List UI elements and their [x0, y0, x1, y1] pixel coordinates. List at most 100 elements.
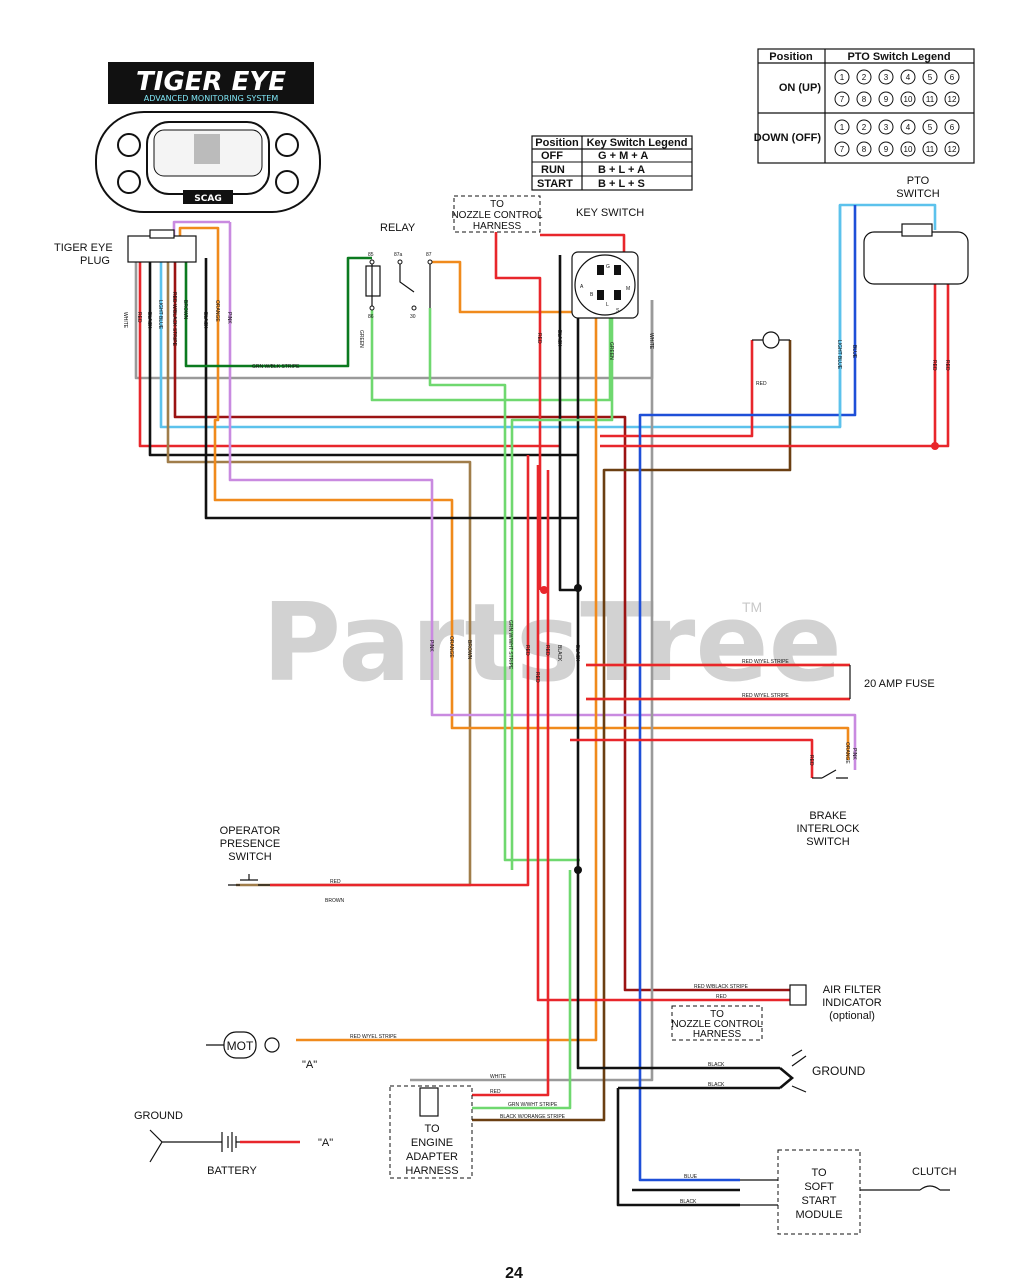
key-pin-g: G: [606, 264, 610, 270]
label-ss-black: BLACK: [680, 1199, 697, 1205]
pto-legend-pin-number: 12: [948, 145, 957, 154]
soft-start-label-2: SOFT: [804, 1181, 834, 1193]
key-legend-run-value: B + L + A: [598, 164, 645, 176]
pto-legend-pin: [878, 69, 894, 85]
label-plug-orange: ORANGE: [214, 300, 220, 322]
wire-red-mid-b: [536, 465, 790, 1002]
nozzle-top-1: TO: [490, 199, 504, 210]
wire-green-relay: [370, 308, 612, 402]
relay: RELAY 85 87a 87 86 30: [365, 222, 433, 320]
pto-legend-pin-number: 12: [948, 95, 957, 104]
pto-legend-pin-number: 1: [840, 123, 845, 132]
key-legend-start: START: [537, 178, 573, 190]
label-red-key: RED: [536, 333, 542, 344]
label-white-key: WHITE: [648, 333, 654, 350]
label-red-blk-air: RED W/BLACK STRIPE: [694, 984, 749, 990]
engine-label-2: ENGINE: [411, 1137, 453, 1149]
pto-switch: PTO SWITCH: [863, 175, 969, 285]
engine-label-4: HARNESS: [405, 1165, 458, 1177]
air-filter-indicator: AIR FILTER INDICATOR (optional): [789, 984, 882, 1022]
junctions: [540, 442, 939, 874]
pto-switch-label-2: SWITCH: [896, 188, 939, 200]
motor-a-label: "A": [302, 1059, 317, 1071]
nozzle-control-bottom: TO NOZZLE CONTROL HARNESS: [671, 1005, 763, 1041]
pto-legend-on: ON (UP): [779, 82, 822, 94]
brake-label-3: SWITCH: [806, 836, 849, 848]
junction-red-pto: [931, 442, 939, 450]
soft-start-label-1: TO: [811, 1167, 827, 1179]
relay-pin-87: 87: [426, 252, 432, 258]
operator-label-2: PRESENCE: [220, 838, 281, 850]
pto-legend-pin: [900, 141, 916, 157]
ground-right: GROUND: [779, 1049, 866, 1093]
label-eng-blk-org: BLACK W/ORANGE STRIPE: [500, 1114, 566, 1120]
pto-legend-pin: [944, 141, 960, 157]
relay-label: RELAY: [380, 222, 416, 234]
meter: [752, 331, 790, 349]
soft-start-module: TO SOFT START MODULE CLUTCH: [740, 1149, 957, 1235]
tiger-eye-display: SCAG: [95, 111, 321, 213]
engine-label-1: TO: [424, 1123, 440, 1135]
label-brake-pink: PINK: [851, 748, 857, 760]
wire-orange-top: [178, 226, 220, 258]
soft-start-label-4: MODULE: [795, 1209, 842, 1221]
pto-legend-pin: [856, 119, 872, 135]
label-plug-red: RED: [136, 312, 142, 323]
pto-legend-pin-number: 10: [904, 95, 913, 104]
relay-pin-86: 86: [368, 314, 374, 320]
pto-legend-pin: [922, 119, 938, 135]
watermark: PartsTree: [262, 581, 842, 706]
key-legend-header-title: Key Switch Legend: [587, 137, 688, 149]
plug-label-2: PLUG: [80, 255, 110, 267]
nozzle-top-2: NOZZLE CONTROL: [451, 210, 543, 221]
pto-legend-pin: [900, 69, 916, 85]
label-op-red: RED: [330, 879, 341, 885]
wire-orange-key: [296, 298, 598, 1042]
pto-legend-pin: [856, 69, 872, 85]
pto-legend-pin: [922, 69, 938, 85]
label-red-pto-b: RED: [944, 360, 950, 371]
pto-legend-pin-number: 11: [926, 95, 935, 104]
pto-legend-pin: [834, 69, 850, 85]
label-blue: BLUE: [851, 345, 857, 359]
nozzle-control-top: TO NOZZLE CONTROL HARNESS: [451, 195, 543, 233]
engine-label-3: ADAPTER: [406, 1151, 458, 1163]
label-pink-mid: PINK: [428, 640, 434, 652]
air-filter-label-3: (optional): [829, 1010, 875, 1022]
pto-legend-pin: [834, 91, 850, 107]
key-pin-m: M: [626, 286, 630, 292]
wire-brown-meter: [432, 340, 792, 1122]
pto-legend-pin: [878, 91, 894, 107]
label-eng-white: WHITE: [490, 1074, 507, 1080]
wire-green2-relay: [428, 308, 580, 862]
key-switch: KEY SWITCH G A B L S M: [571, 207, 644, 319]
label-black-gnd-1: BLACK: [708, 1062, 725, 1068]
pto-legend-pin: [944, 119, 960, 135]
logo-title: TIGER EYE: [136, 67, 286, 97]
label-black-mid-b: BLACK: [574, 645, 580, 662]
wire-red-mid-a: [270, 455, 530, 887]
pto-legend-pin: [834, 141, 850, 157]
label-eng-red: RED: [490, 1089, 501, 1095]
label-black-gnd-2: BLACK: [708, 1082, 725, 1088]
pto-legend: Position PTO Switch Legend ON (UP) DOWN …: [754, 48, 975, 164]
pto-legend-header-position: Position: [769, 51, 813, 63]
tiger-eye-logo: TIGER EYE ADVANCED MONITORING SYSTEM: [108, 62, 314, 104]
label-red-mid-c: RED: [544, 645, 550, 656]
motor-label: MOT: [227, 1039, 254, 1053]
fuse-label: 20 AMP FUSE: [864, 678, 935, 690]
watermark-tm: TM: [742, 599, 762, 615]
label-black-key: BLACK: [556, 330, 562, 347]
pto-legend-pin-number: 4: [906, 123, 911, 132]
pto-legend-pin: [900, 91, 916, 107]
wire-red-plug: [138, 258, 560, 448]
clutch-label: CLUTCH: [912, 1166, 957, 1178]
pto-legend-pin-number: 2: [862, 123, 867, 132]
pto-legend-pin-number: 8: [862, 145, 867, 154]
label-op-brown: BROWN: [325, 898, 345, 904]
pto-legend-pin-number: 3: [884, 73, 889, 82]
label-brown-mid: BROWN: [466, 640, 472, 660]
pto-legend-pin: [878, 141, 894, 157]
label-red-pto-a: RED: [931, 360, 937, 371]
nozzle-top-3: HARNESS: [473, 221, 522, 232]
